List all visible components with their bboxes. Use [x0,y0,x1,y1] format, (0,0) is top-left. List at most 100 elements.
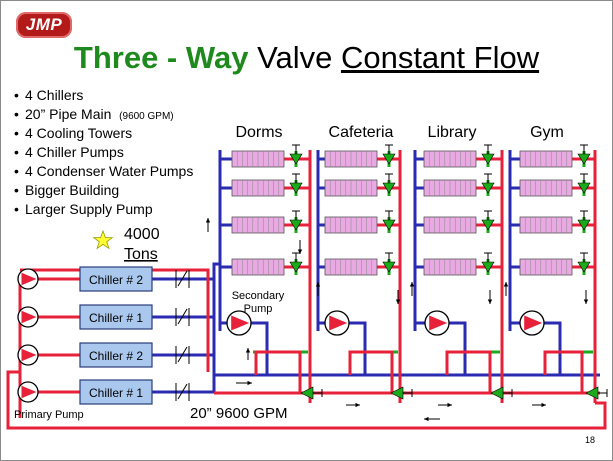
three-way-valve-icon [577,261,591,273]
title-part-three-way: Three - Way [73,40,249,75]
bullet-item: 4 Chiller Pumps [14,143,193,162]
pump-discharge-pipe [447,321,467,375]
balancing-valve-icon [490,386,504,400]
flow-arrowhead [395,299,401,304]
bullet-note: (9600 GPM) [119,111,174,122]
building-label-library: Library [428,124,477,141]
pump-impeller [21,310,37,324]
title-part-constant-flow: Constant Flow [340,40,540,75]
pump-impeller [429,315,448,331]
building-label-gym: Gym [530,124,564,141]
page-number: 18 [585,435,595,445]
three-way-valve-icon [289,261,303,273]
pump-discharge-pipe [249,321,269,375]
pump-discharge-pipe [347,321,367,375]
primary-header-pipe [6,370,20,418]
three-way-valve-icon [481,261,495,273]
check-valve-flap [177,346,188,363]
secondary-pump-label-line2: Pump [244,303,273,315]
bullet-list: 4 Chillers 20” Pipe Main (9600 GPM) 4 Co… [14,86,193,219]
building-label-cafeteria: Cafeteria [329,124,394,141]
main-pipe-label: 20” 9600 GPM [190,405,288,422]
three-way-valve-icon [289,182,303,194]
bullet-text: 4 Chiller Pumps [25,144,124,160]
three-way-valve-icon [382,182,396,194]
flow-arrowhead [247,380,252,386]
chiller-label: Chiller # 2 [89,349,143,363]
flow-arrowhead [297,249,303,254]
pump-impeller [21,272,37,286]
check-valve-flap [177,308,188,325]
three-way-valve-icon [481,219,495,231]
bullet-text: Bigger Building [25,182,120,198]
pump-discharge-pipe [542,321,562,375]
bullet-item: 4 Cooling Towers [14,124,193,143]
balancing-valve-icon [300,386,314,400]
three-way-valve-icon [577,219,591,231]
bullet-item: Bigger Building [14,181,193,200]
balancing-valve-icon [585,386,599,400]
primary-pump-label: Primary Pump [14,409,84,421]
chiller-label: Chiller # 1 [89,311,143,325]
check-valve-flap [177,270,188,287]
flow-arrowhead [447,402,452,408]
three-way-valve-icon [382,153,396,165]
pump-impeller [21,348,37,362]
check-valve-flap [177,383,188,400]
return-main-pipe [6,401,607,430]
bullet-item: 4 Chillers [14,86,193,105]
chiller-label: Chiller # 2 [89,273,143,287]
bullet-text: 4 Cooling Towers [25,125,133,141]
pump-impeller [21,385,37,399]
flow-arrowhead [355,402,360,408]
tons-unit: Tons [124,246,158,263]
chiller-unit [79,342,153,368]
bullet-item: 20” Pipe Main (9600 GPM) [14,105,193,124]
three-way-valve-icon [289,153,303,165]
pump-impeller [524,315,543,331]
chiller-label: Chiller # 1 [89,386,143,400]
tons-value: 4000 [124,226,160,243]
slide-title: Three - Way Valve Constant Flow [0,40,613,76]
flow-arrowhead [503,282,509,287]
pump-impeller [329,315,348,331]
title-part-valve: Valve [257,40,333,75]
chiller-unit [79,266,153,292]
bullet-item: 4 Condenser Water Pumps [14,162,193,181]
flow-arrowhead [205,218,211,223]
three-way-valve-icon [481,153,495,165]
bullet-text: 4 Condenser Water Pumps [25,163,194,179]
chiller-unit [79,304,153,330]
building-tie-in-pipe [543,350,584,393]
flow-arrowhead [541,402,546,408]
flow-arrowhead [487,299,493,304]
flow-arrowhead [409,282,415,287]
building-tie-in-pipe [445,350,492,393]
equipment-layer: Chiller # 2 Chiller # 1 Chiller # 2 Chiller… [17,144,608,422]
pump-impeller [231,315,250,331]
logo-text: JMP [25,15,63,34]
three-way-valve-icon [382,261,396,273]
flow-arrowhead [583,299,589,304]
three-way-valve-icon [577,182,591,194]
chiller-unit [79,379,153,405]
three-way-valve-icon [382,219,396,231]
secondary-pump-label-line1: Secondary [232,290,285,302]
bullet-text: 20” Pipe Main [25,106,112,122]
star-icon [92,229,114,250]
bullet-text: Larger Supply Pump [25,201,153,217]
flow-arrowhead [245,348,251,353]
jmp-logo: JMP [16,12,72,38]
building-tie-in-pipe [254,350,302,393]
primary-return-riser-pipe [212,262,220,322]
three-way-valve-icon [577,153,591,165]
bullet-item: Larger Supply Pump [14,200,193,219]
three-way-valve-icon [289,219,303,231]
bullet-text: 4 Chillers [25,87,84,103]
three-way-valve-icon [481,182,495,194]
flow-arrowhead [315,282,321,287]
building-label-dorms: Dorms [235,124,282,141]
building-tie-in-pipe [348,350,394,393]
flow-arrowhead [424,416,429,422]
